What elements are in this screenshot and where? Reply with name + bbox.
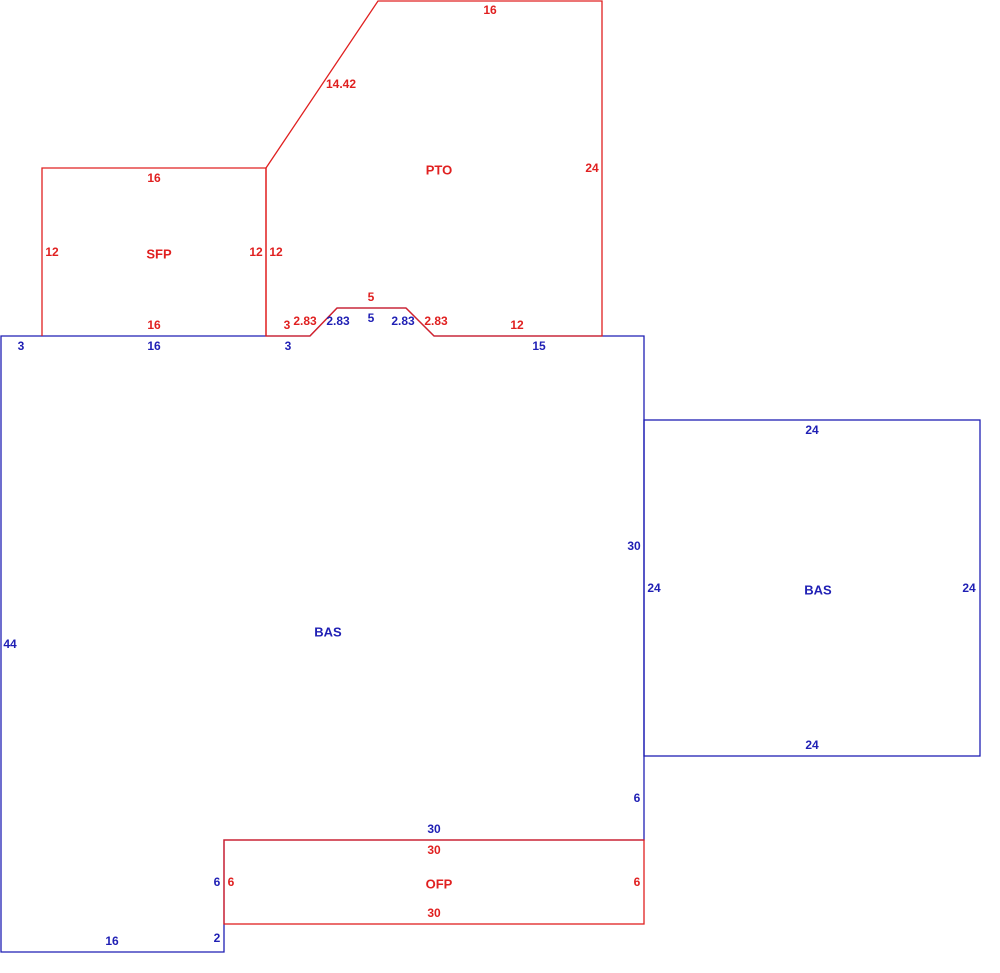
dim-bas-main-top-3: 3 bbox=[285, 339, 292, 353]
dim-bas-annex-top: 24 bbox=[805, 423, 819, 437]
dim-pto-diagonal: 14.42 bbox=[326, 77, 356, 91]
dim-pto-bay-left: 2.83 bbox=[293, 314, 317, 328]
dim-bas-main-bay-left: 2.83 bbox=[326, 314, 350, 328]
dim-bas-main-right-6: 6 bbox=[634, 791, 641, 805]
dim-bas-main-top-left: 3 bbox=[18, 339, 25, 353]
area-label-bas-annex: BAS bbox=[804, 582, 832, 597]
dim-bas-main-top-16: 16 bbox=[147, 339, 161, 353]
area-label-ofp: OFP bbox=[426, 876, 453, 891]
dim-pto-bottom-3: 3 bbox=[284, 318, 291, 332]
area-label-pto: PTO bbox=[426, 162, 453, 177]
dim-pto-bottom-12: 12 bbox=[510, 318, 524, 332]
dim-bas-main-bottom-30: 30 bbox=[427, 822, 441, 836]
dim-pto-right: 24 bbox=[585, 161, 599, 175]
dim-pto-left: 12 bbox=[269, 245, 283, 259]
dim-bas-annex-left: 24 bbox=[647, 581, 661, 595]
dim-ofp-right: 6 bbox=[634, 875, 641, 889]
dim-bas-annex-bottom: 24 bbox=[805, 738, 819, 752]
dim-sfp-right: 12 bbox=[249, 245, 263, 259]
dim-ofp-top: 30 bbox=[427, 843, 441, 857]
dim-pto-bay-top: 5 bbox=[368, 290, 375, 304]
dim-pto-top: 16 bbox=[483, 3, 497, 17]
dim-bas-main-bay-right: 2.83 bbox=[391, 314, 415, 328]
dim-bas-main-right-30: 30 bbox=[627, 539, 641, 553]
dim-bas-main-top-15: 15 bbox=[532, 339, 546, 353]
ofp-outline bbox=[223, 839, 645, 925]
dim-bas-annex-right: 24 bbox=[962, 581, 976, 595]
pto-outline bbox=[265, 0, 603, 337]
dim-sfp-bottom: 16 bbox=[147, 318, 161, 332]
dim-sfp-left: 12 bbox=[45, 245, 59, 259]
area-label-sfp: SFP bbox=[146, 246, 172, 261]
area-label-bas-main: BAS bbox=[314, 624, 342, 639]
dim-bas-main-notch-6: 6 bbox=[214, 875, 221, 889]
bas-annex-outline bbox=[643, 419, 981, 757]
dim-bas-main-bottom-16: 16 bbox=[105, 934, 119, 948]
dim-bas-main-left-44: 44 bbox=[3, 637, 17, 651]
dim-ofp-bottom: 30 bbox=[427, 906, 441, 920]
dim-pto-bay-right: 2.83 bbox=[424, 314, 448, 328]
dim-sfp-top: 16 bbox=[147, 171, 161, 185]
dim-bas-main-bay-top: 5 bbox=[368, 311, 375, 325]
dim-ofp-left: 6 bbox=[228, 875, 235, 889]
dim-bas-main-notch-2: 2 bbox=[214, 931, 221, 945]
